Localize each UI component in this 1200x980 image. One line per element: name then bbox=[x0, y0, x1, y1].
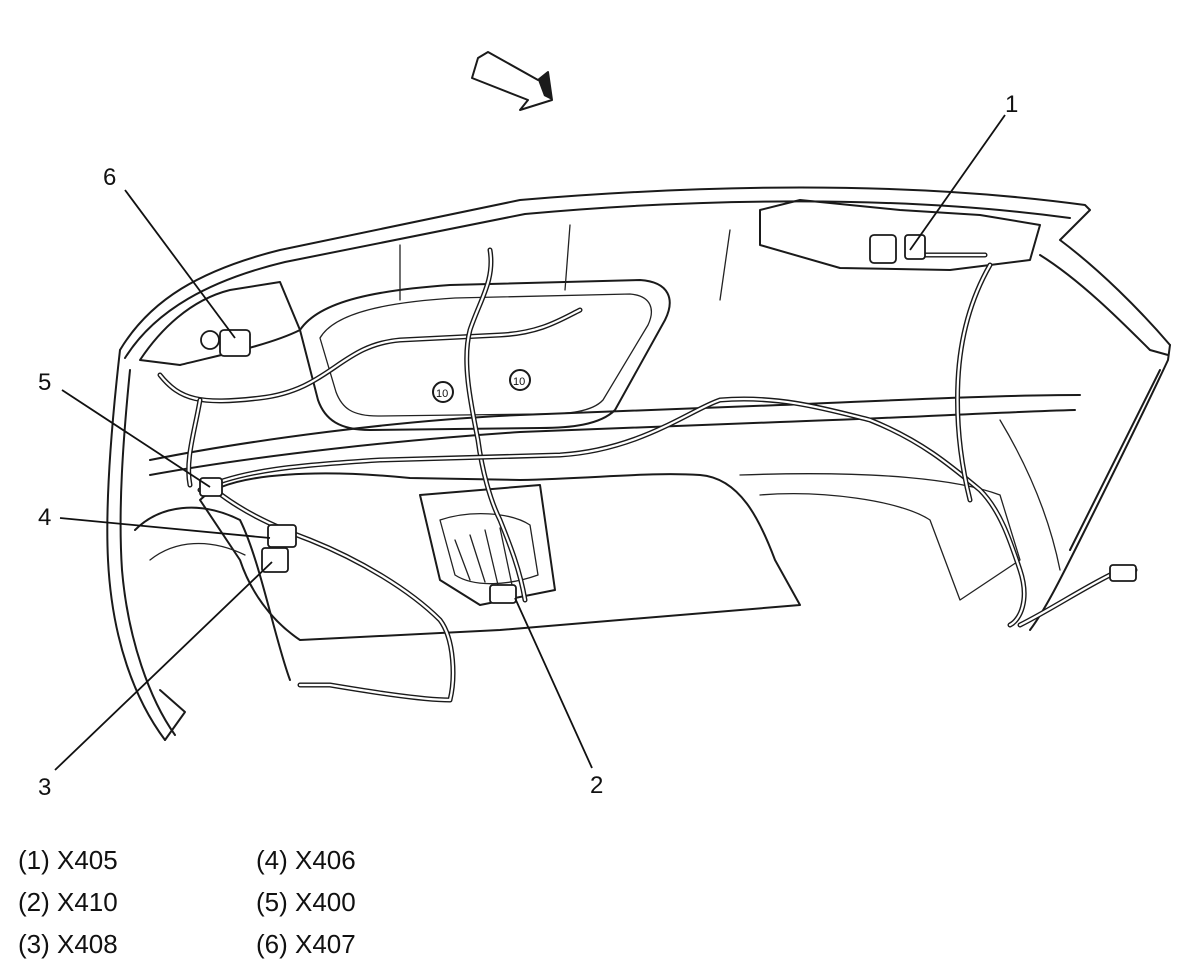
legend-item-1: (1) X405 bbox=[18, 845, 118, 875]
connector-x407 bbox=[200, 329, 251, 357]
callout-2: 2 bbox=[590, 772, 603, 799]
connector-end-right bbox=[1109, 564, 1137, 582]
wiring-harness bbox=[157, 247, 1138, 703]
connector-x410 bbox=[489, 584, 517, 604]
leader-lines bbox=[54, 114, 1006, 771]
legend-item-3: (3) X408 bbox=[18, 929, 118, 959]
callout-3: 3 bbox=[38, 774, 51, 801]
callout-1: 1 bbox=[1005, 91, 1018, 118]
connector-x400 bbox=[199, 477, 223, 497]
connector-x406 bbox=[267, 524, 297, 548]
callout-4: 4 bbox=[38, 504, 51, 531]
legend-item-5: (5) X400 bbox=[256, 887, 356, 917]
connector-x405 bbox=[869, 234, 926, 264]
legend-item-4: (4) X406 bbox=[256, 845, 356, 875]
bumper-fascia bbox=[106, 186, 1171, 741]
legend-item-2: (2) X410 bbox=[18, 887, 118, 917]
plate-mark-right: 10 bbox=[513, 376, 525, 388]
callout-6: 6 bbox=[103, 164, 116, 191]
legend-item-6: (6) X407 bbox=[256, 929, 356, 959]
forward-arrow-icon bbox=[471, 51, 553, 111]
legend: (1) X405 (2) X410 (3) X408 (4) X406 (5) … bbox=[18, 845, 578, 975]
callout-5: 5 bbox=[38, 369, 51, 396]
bumper-harness-diagram: 1 2 3 4 5 6 10 10 bbox=[38, 51, 1171, 801]
plate-mark-left: 10 bbox=[436, 388, 448, 400]
